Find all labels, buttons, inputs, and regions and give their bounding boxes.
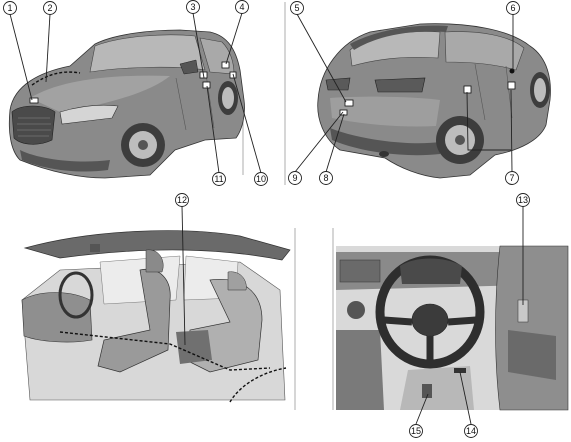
label-marker-11 bbox=[202, 81, 211, 89]
label-marker-7a bbox=[463, 85, 472, 94]
leader-lines bbox=[9, 12, 524, 425]
floor-dashed-outline bbox=[59, 331, 271, 371]
callout-15-text: 15 bbox=[411, 426, 421, 436]
callout-13-text: 13 bbox=[518, 195, 528, 205]
label-marker-6 bbox=[509, 68, 515, 74]
callout-4-text: 4 bbox=[239, 2, 244, 12]
callout-15: 15 bbox=[409, 424, 423, 438]
label-marker-5 bbox=[344, 99, 354, 107]
callout-6: 6 bbox=[506, 1, 520, 15]
callout-14-text: 14 bbox=[466, 426, 476, 436]
callout-5: 5 bbox=[290, 1, 304, 15]
callout-4: 4 bbox=[235, 0, 249, 14]
callout-3-text: 3 bbox=[190, 2, 195, 12]
callout-14: 14 bbox=[464, 424, 478, 438]
rear-view-car bbox=[317, 23, 551, 179]
callout-8: 8 bbox=[319, 171, 333, 185]
callout-8-text: 8 bbox=[323, 173, 328, 183]
callout-7: 7 bbox=[505, 171, 519, 185]
callout-3: 3 bbox=[186, 0, 200, 14]
callout-12-text: 12 bbox=[177, 195, 187, 205]
front-view-car bbox=[8, 29, 245, 179]
label-marker-1 bbox=[29, 97, 39, 104]
callout-5-text: 5 bbox=[294, 3, 299, 13]
cockpit-view bbox=[336, 245, 569, 411]
callout-1-text: 1 bbox=[7, 3, 12, 13]
callout-13: 13 bbox=[516, 193, 530, 207]
callout-9-text: 9 bbox=[292, 173, 297, 183]
callout-10: 10 bbox=[254, 172, 268, 186]
callout-12: 12 bbox=[175, 193, 189, 207]
hood-dashed-outline bbox=[31, 71, 81, 86]
rear-dashed-outline bbox=[229, 367, 287, 403]
callout-2-text: 2 bbox=[47, 3, 52, 13]
callout-1: 1 bbox=[3, 1, 17, 15]
callout-10-text: 10 bbox=[256, 174, 266, 184]
callout-2: 2 bbox=[43, 1, 57, 15]
callout-9: 9 bbox=[288, 171, 302, 185]
label-marker-4 bbox=[221, 61, 230, 69]
label-marker-7b bbox=[507, 81, 516, 90]
callout-6-text: 6 bbox=[510, 3, 515, 13]
callout-7-text: 7 bbox=[509, 173, 514, 183]
callout-11-text: 11 bbox=[214, 174, 223, 184]
callout-11: 11 bbox=[212, 172, 226, 186]
interior-side-view bbox=[21, 230, 291, 403]
